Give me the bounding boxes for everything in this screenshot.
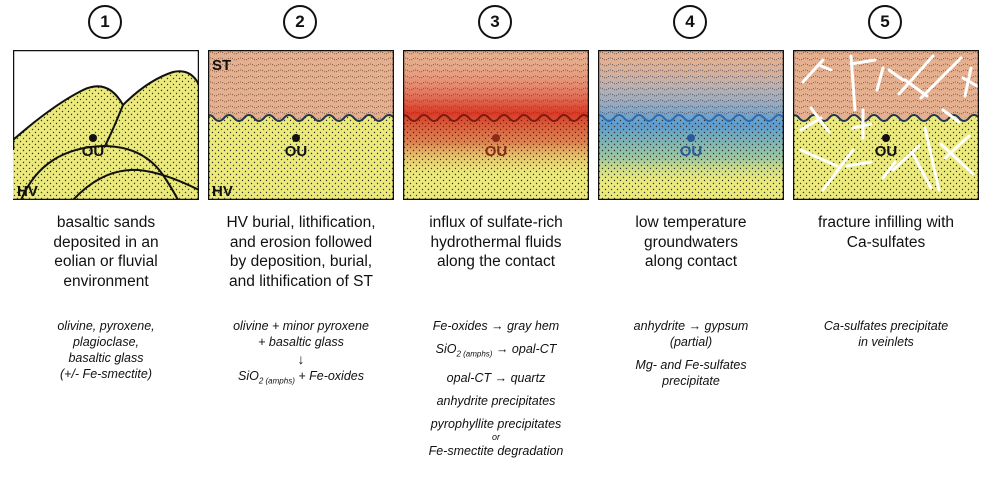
- panel-1-title: basaltic sands deposited in an eolian or…: [53, 214, 159, 290]
- panel-3-notes: Fe-oxides → gray hem SiO2 (amphs) → opal…: [428, 319, 564, 458]
- panel-2-title: HV burial, lithification, and erosion fo…: [226, 214, 376, 290]
- panel-5-title: fracture infilling with Ca-sulfates: [817, 214, 955, 251]
- panel-1: 1 OU HV basaltic sands deposite: [13, 0, 199, 485]
- step-number-2: 2: [283, 5, 317, 39]
- panel-3: 3 OU influ: [403, 0, 589, 485]
- st-label: ST: [212, 57, 231, 74]
- panel-5-notes: Ca-sulfates precipitate in veinlets: [823, 319, 949, 349]
- step-number-1: 1: [88, 5, 122, 39]
- hv-label: HV: [212, 183, 233, 200]
- panel-5-diagram: OU: [793, 50, 979, 200]
- panel-1-notes: olivine, pyroxene, plagioclase, basaltic…: [57, 319, 155, 381]
- panel-2: 2 OU ST HV HV burial, lithification, and…: [208, 0, 394, 485]
- sulfate-veinlets: [799, 54, 979, 192]
- panel-3-diagram: OU: [403, 50, 589, 200]
- panel-3-title: influx of sulfate-rich hydrothermal flui…: [429, 214, 563, 270]
- step-number-4: 4: [673, 5, 707, 39]
- ou-label: OU: [285, 143, 308, 160]
- panel-5: 5: [793, 0, 979, 485]
- step-number-3: 3: [478, 5, 512, 39]
- ou-label: OU: [82, 143, 105, 160]
- panel-4: 4 OU low t: [598, 0, 784, 485]
- panel-2-diagram: OU ST HV: [208, 50, 394, 200]
- panel-4-diagram: OU: [598, 50, 784, 200]
- panel-4-notes: anhydrite → gypsum (partial) Mg- and Fe-…: [633, 319, 749, 388]
- ou-label: OU: [485, 143, 508, 160]
- ou-label: OU: [680, 143, 703, 160]
- step-number-5: 5: [868, 5, 902, 39]
- panel-4-title: low temperature groundwaters along conta…: [635, 214, 747, 270]
- hv-label: HV: [17, 183, 38, 200]
- panel-1-diagram: OU HV: [13, 50, 199, 200]
- ou-marker: [89, 134, 97, 142]
- panel-2-notes: olivine + minor pyroxene + basaltic glas…: [233, 319, 369, 386]
- ou-label: OU: [875, 143, 898, 160]
